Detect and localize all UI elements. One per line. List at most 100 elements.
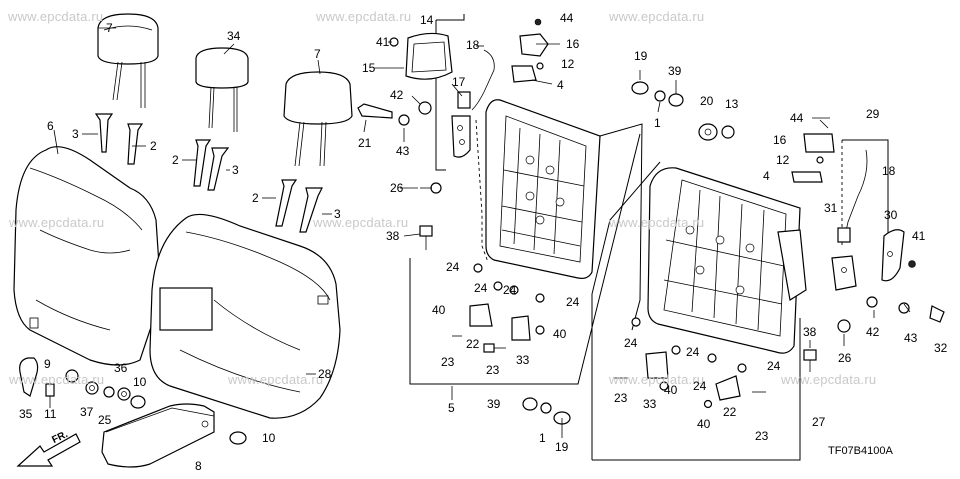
callout-bolt-23d[interactable]: 23 [755, 429, 769, 443]
watermark: www.epcdata.ru [8, 9, 104, 24]
callout-armrest-8[interactable]: 8 [195, 459, 202, 473]
callout-washer-22a[interactable]: 22 [466, 337, 480, 351]
callout-washer-22b[interactable]: 22 [723, 405, 737, 419]
callout-guide-3c[interactable]: 3 [334, 207, 341, 221]
callout-cap-10b[interactable]: 10 [262, 431, 276, 445]
lower-left-hardware-drawing [19, 357, 247, 445]
callout-bolt-42a[interactable]: 42 [390, 88, 404, 102]
callout-bolt-38b[interactable]: 38 [803, 325, 817, 339]
callout-bolt-42b[interactable]: 42 [866, 325, 880, 339]
watermark: www.epcdata.ru [609, 372, 705, 387]
callout-rod-18a[interactable]: 18 [466, 38, 480, 52]
callout-nut-24d[interactable]: 24 [566, 295, 580, 309]
callout-nut-24c[interactable]: 24 [503, 283, 517, 297]
watermark: www.epcdata.ru [9, 372, 105, 387]
callout-trim-14[interactable]: 14 [420, 13, 434, 27]
callout-bolt-23c[interactable]: 23 [614, 391, 628, 405]
callout-bolt-32[interactable]: 32 [934, 341, 948, 355]
callout-screw-41b[interactable]: 41 [912, 229, 926, 243]
seat-back-right-drawing [149, 213, 341, 419]
callout-guide-2b[interactable]: 2 [172, 153, 179, 167]
callout-frame-left-5[interactable]: 5 [448, 401, 455, 415]
callout-bracket-33b[interactable]: 33 [643, 397, 657, 411]
callout-nut-13[interactable]: 13 [725, 97, 739, 111]
callout-rod-18b[interactable]: 18 [882, 164, 896, 178]
frame-right-drawing [591, 161, 851, 461]
callout-nut-24g[interactable]: 24 [767, 359, 781, 373]
callout-guide-3a[interactable]: 3 [72, 127, 79, 141]
callout-hook-35[interactable]: 35 [19, 407, 33, 421]
frame-left-drawing [409, 99, 643, 385]
callout-cover-30[interactable]: 30 [884, 208, 898, 222]
callout-headrest-right[interactable]: 7 [314, 47, 321, 61]
callout-screw-12a[interactable]: 12 [561, 57, 575, 71]
callout-washer-25[interactable]: 25 [98, 413, 112, 427]
leader-lines [53, 27, 911, 438]
callout-knob-16b[interactable]: 16 [773, 133, 787, 147]
callout-nut-24e[interactable]: 24 [624, 336, 638, 350]
callout-knob-16a[interactable]: 16 [566, 37, 580, 51]
callout-stud-21[interactable]: 21 [358, 136, 372, 150]
callout-nut-9[interactable]: 9 [44, 357, 51, 371]
callout-nut-40d[interactable]: 40 [697, 417, 711, 431]
callout-nut-40b[interactable]: 40 [553, 327, 567, 341]
callout-bushing-36[interactable]: 36 [114, 361, 128, 375]
callout-washer-39a[interactable]: 39 [668, 64, 682, 78]
headrest-right-drawing [283, 71, 353, 167]
callout-bolt-38a[interactable]: 38 [386, 229, 400, 243]
watermark: www.epcdata.ru [313, 215, 409, 230]
callout-bolt-43b[interactable]: 43 [904, 331, 918, 345]
callout-guide-2c[interactable]: 2 [252, 191, 259, 205]
callout-bolt-23b[interactable]: 23 [486, 363, 500, 377]
watermark: www.epcdata.ru [228, 372, 324, 387]
callout-headrest-center[interactable]: 34 [227, 29, 241, 43]
callout-bolt-11[interactable]: 11 [44, 407, 57, 421]
callout-nut-1b[interactable]: 1 [539, 431, 546, 445]
callout-lock-31[interactable]: 31 [824, 201, 838, 215]
callout-seat-cushion-left[interactable]: 6 [47, 119, 54, 133]
callout-cap-20[interactable]: 20 [700, 94, 714, 108]
callout-washer-37[interactable]: 37 [80, 405, 94, 419]
callout-bolt-43a[interactable]: 43 [396, 144, 410, 158]
callout-cap-10a[interactable]: 10 [133, 375, 147, 389]
mid-hardware-drawing [357, 101, 442, 250]
callout-nut-24f[interactable]: 24 [686, 345, 700, 359]
callout-screw-12b[interactable]: 12 [776, 153, 790, 167]
callout-frame-right-27[interactable]: 27 [812, 415, 826, 429]
watermark: www.epcdata.ru [316, 9, 412, 24]
right-trim-cluster-drawing [791, 117, 945, 323]
callout-bolt-26b[interactable]: 26 [838, 351, 852, 365]
headrest-center-drawing [195, 47, 249, 132]
seat-back-left-drawing [13, 146, 161, 366]
callout-guide-2a[interactable]: 2 [150, 139, 157, 153]
watermark: www.epcdata.ru [9, 215, 105, 230]
callout-nut-24b[interactable]: 24 [474, 281, 488, 295]
callout-screw-41a[interactable]: 41 [376, 35, 390, 49]
callout-bushing-19a[interactable]: 19 [634, 49, 648, 63]
callout-bezel-15[interactable]: 15 [362, 61, 376, 75]
callout-washer-39b[interactable]: 39 [487, 397, 501, 411]
callout-nut-40c[interactable]: 40 [664, 383, 678, 397]
callout-bracket-4b[interactable]: 4 [763, 169, 770, 183]
callout-headrest-left[interactable]: 7 [106, 21, 113, 35]
callout-clip-17[interactable]: 17 [452, 75, 466, 89]
callout-seat-back-cover[interactable]: 28 [318, 367, 332, 381]
callout-screw-44a[interactable]: 44 [560, 11, 574, 25]
callout-bushing-19b[interactable]: 19 [555, 440, 569, 454]
watermark: www.epcdata.ru [781, 372, 877, 387]
callout-bolt-26a[interactable]: 26 [390, 181, 404, 195]
callout-bracket-4a[interactable]: 4 [557, 78, 564, 92]
callout-guide-3b[interactable]: 3 [232, 163, 239, 177]
callout-nut-24h[interactable]: 24 [693, 379, 707, 393]
callout-nut-40a[interactable]: 40 [432, 303, 446, 317]
callout-screw-44b[interactable]: 44 [790, 111, 804, 125]
watermark: www.epcdata.ru [609, 9, 705, 24]
callout-nut-1a[interactable]: 1 [654, 116, 661, 130]
armrest-drawing [101, 403, 215, 468]
callout-nut-24a[interactable]: 24 [446, 260, 460, 274]
callout-bolt-23a[interactable]: 23 [441, 355, 455, 369]
callout-assy-29[interactable]: 29 [866, 107, 880, 121]
callout-bracket-33a[interactable]: 33 [516, 353, 530, 367]
headrest-guides-drawing [94, 113, 323, 233]
